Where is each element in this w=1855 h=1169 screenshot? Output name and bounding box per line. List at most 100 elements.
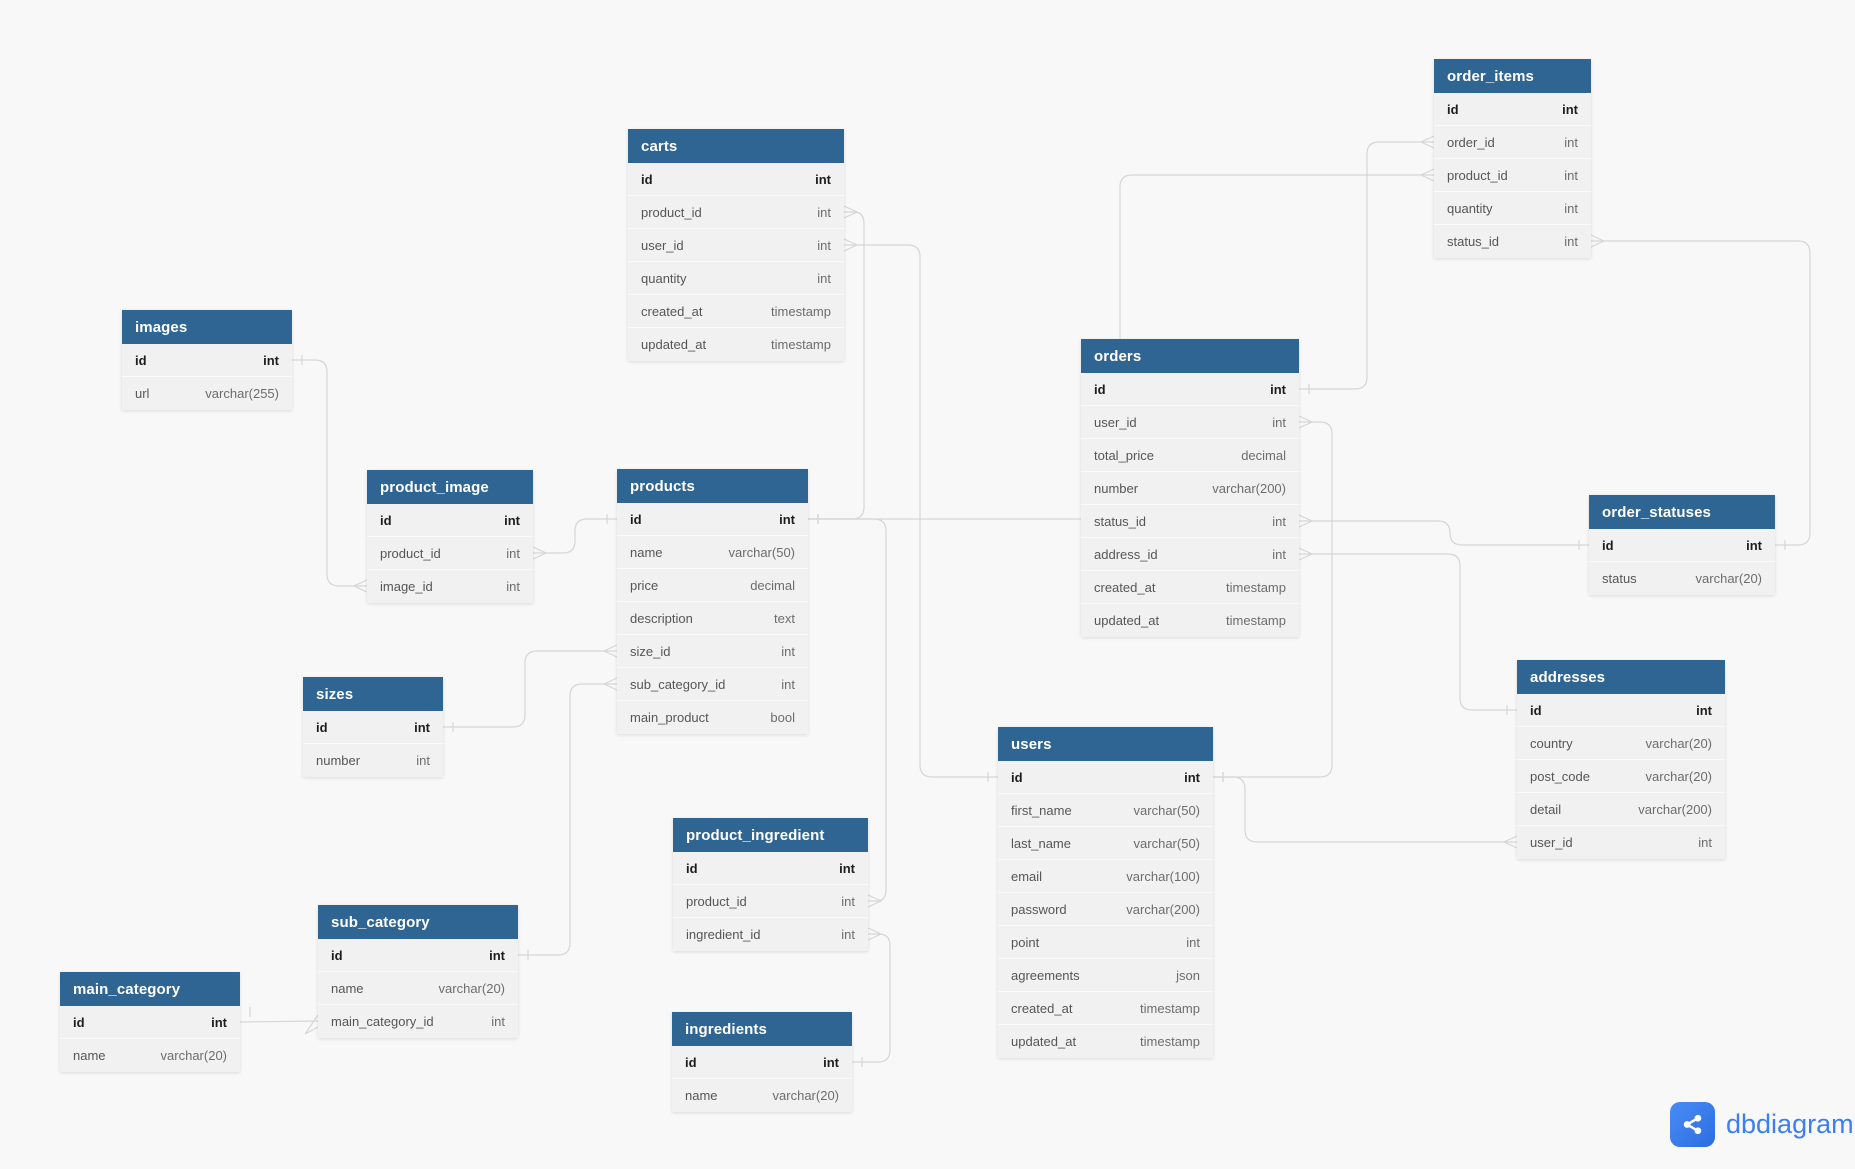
field-name: sub_category_id	[630, 676, 726, 692]
field-type: int	[1564, 200, 1578, 216]
field-type: int	[817, 237, 831, 253]
table-header-images[interactable]: images	[122, 310, 292, 344]
table-header-users[interactable]: users	[998, 727, 1213, 761]
table-header-order_statuses[interactable]: order_statuses	[1589, 495, 1775, 529]
edge-marker-many-carts.product_id	[843, 205, 859, 219]
field-row-carts-product_id: product_id int	[628, 196, 844, 229]
edge-sub_category.main_category_id-main_category.id	[239, 1020, 319, 1023]
field-type: int	[823, 1054, 839, 1070]
field-name: id	[380, 512, 392, 528]
field-name: country	[1530, 735, 1573, 751]
field-name: id	[135, 352, 147, 368]
table-header-product_ingredient[interactable]: product_ingredient	[673, 818, 868, 852]
field-type: text	[774, 610, 795, 626]
table-title: images	[135, 318, 188, 336]
edge-marker-many-orders.address_id	[1298, 547, 1314, 561]
field-type: int	[815, 171, 831, 187]
table-header-main_category[interactable]: main_category	[60, 972, 240, 1006]
field-name: product_id	[641, 204, 702, 220]
field-name: detail	[1530, 801, 1562, 817]
table-header-sub_category[interactable]: sub_category	[318, 905, 518, 939]
field-name: created_at	[641, 303, 703, 319]
edge-marker-many-carts.user_id	[843, 238, 859, 252]
field-type: bool	[770, 710, 795, 725]
field-type: varchar(100)	[1126, 868, 1200, 884]
table-title: users	[1011, 735, 1052, 753]
edge-orders.address_id-addresses.id	[1299, 553, 1517, 711]
field-type: int	[817, 204, 831, 220]
edge-marker-many-order_items.product_id	[1419, 168, 1435, 182]
field-type: int	[1564, 134, 1578, 150]
field-name: quantity	[641, 270, 687, 286]
field-name: id	[1602, 537, 1614, 553]
field-name: number	[1094, 480, 1139, 496]
field-name: user_id	[1094, 414, 1137, 430]
table-header-addresses[interactable]: addresses	[1517, 660, 1725, 694]
field-name: price	[630, 577, 659, 593]
edge-marker-many-products.size_id	[602, 644, 618, 658]
table-header-carts[interactable]: carts	[628, 129, 844, 163]
edge-orders.user_id-users.id	[1213, 421, 1333, 778]
field-type: int	[416, 753, 430, 768]
field-type: varchar(200)	[1212, 480, 1286, 496]
field-type: int	[1564, 234, 1578, 249]
edge-order_items.status_id-order_statuses.id	[1591, 240, 1811, 546]
field-type: int	[839, 860, 855, 876]
field-type: int	[1696, 702, 1712, 718]
table-title: product_ingredient	[686, 826, 825, 844]
field-name: order_id	[1447, 134, 1495, 150]
edge-order_items.order_id-orders.id	[1299, 141, 1434, 390]
field-name: number	[316, 753, 361, 768]
field-type: timestamp	[771, 337, 831, 352]
table-header-products[interactable]: products	[617, 469, 808, 503]
field-type: varchar(200)	[1638, 801, 1712, 817]
edge-marker-many-product_ingredient.ingredient_id	[867, 927, 883, 941]
table-header-sizes[interactable]: sizes	[303, 677, 443, 711]
dbdiagram-logo[interactable]: dbdiagram.io	[1670, 1102, 1855, 1147]
field-type: timestamp	[1140, 1034, 1200, 1049]
table-header-order_items[interactable]: order_items	[1434, 59, 1591, 93]
field-type: varchar(20)	[1695, 571, 1762, 586]
table-header-orders[interactable]: orders	[1081, 339, 1299, 373]
field-name: id	[1447, 101, 1459, 117]
field-type: int	[841, 927, 855, 942]
edge-products.sub_category_id-sub_category.id	[518, 683, 617, 956]
table-header-product_image[interactable]: product_image	[367, 470, 533, 504]
table-title: product_image	[380, 478, 489, 496]
table-header-ingredients[interactable]: ingredients	[672, 1012, 852, 1046]
field-type: int	[1272, 513, 1286, 529]
field-row-addresses-detail: detail varchar(200)	[1517, 793, 1725, 826]
edge-carts.product_id-products.id	[808, 211, 865, 520]
